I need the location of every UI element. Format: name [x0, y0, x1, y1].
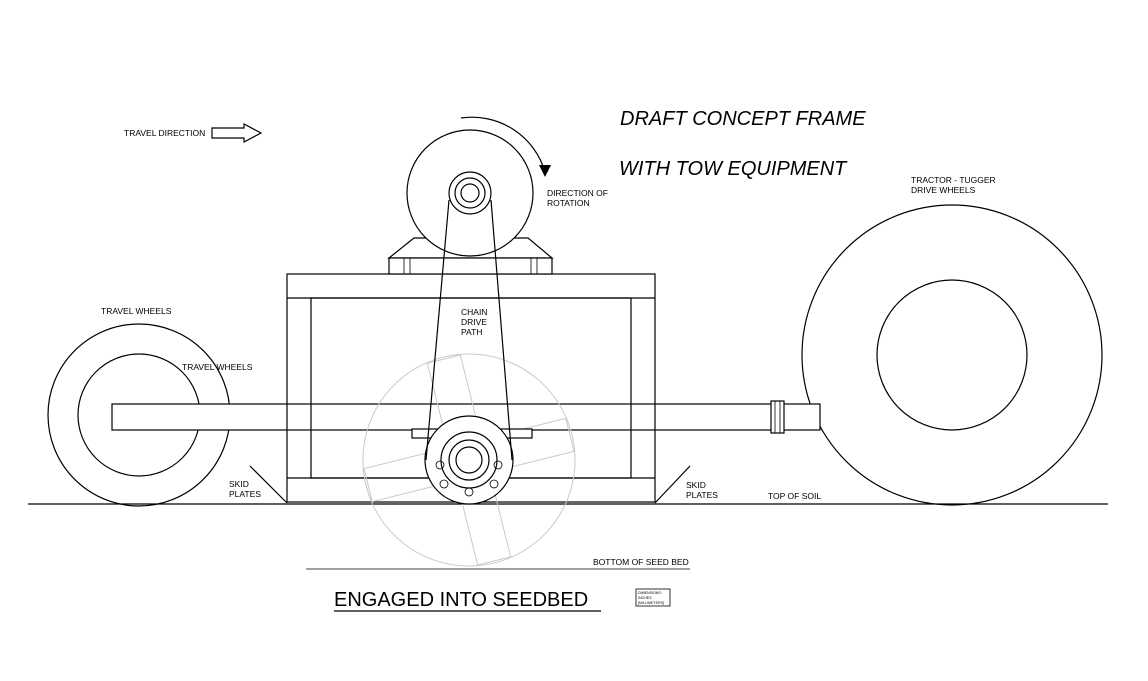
top-of-soil-label: TOP OF SOIL — [768, 491, 821, 501]
tractor-drive-wheel — [801, 204, 1103, 506]
dimensions-note-1: DIMENSIONS: — [638, 591, 662, 595]
bottom-of-seed-bed-label: BOTTOM OF SEED BED — [593, 557, 689, 567]
dimensions-note-2: INCHES — [638, 596, 652, 600]
skid-plates — [249, 465, 691, 504]
chain-drive-path — [425, 199, 513, 461]
travel-wheels-label-inner: TRAVEL WHEELS — [182, 362, 253, 372]
skid-plates-right-label-1: SKID — [686, 480, 706, 490]
chain-drive-label-1: CHAIN — [461, 307, 487, 317]
title-line-2: WITH TOW EQUIPMENT — [619, 158, 848, 180]
travel-direction-arrow-icon — [211, 123, 263, 143]
title-line-1: DRAFT CONCEPT FRAME — [620, 108, 866, 130]
skid-plates-left-label-2: PLATES — [229, 489, 261, 499]
chain-drive-label-2: DRIVE — [461, 317, 487, 327]
travel-wheels-label-outer: TRAVEL WHEELS — [101, 306, 172, 316]
caption: ENGAGED INTO SEEDBED — [334, 589, 588, 611]
rotation-direction-arrow-icon — [460, 116, 551, 177]
tractor-tugger-label-2: DRIVE WHEELS — [911, 185, 976, 195]
dimensions-note-3: [MILLIMETERS] — [638, 601, 664, 605]
chain-drive-label-3: PATH — [461, 327, 482, 337]
skid-plates-left-label-1: SKID — [229, 479, 249, 489]
tractor-tugger-label-1: TRACTOR - TUGGER — [911, 175, 996, 185]
drive-motor-assembly — [387, 129, 554, 275]
direction-of-rotation-label-2: ROTATION — [547, 198, 590, 208]
travel-direction-label: TRAVEL DIRECTION — [124, 128, 205, 138]
dimensions-note: DIMENSIONS: INCHES [MILLIMETERS] — [635, 588, 671, 607]
skid-plates-right-label-2: PLATES — [686, 490, 718, 500]
rotor-hub — [411, 415, 533, 505]
direction-of-rotation-label-1: DIRECTION OF — [547, 188, 608, 198]
